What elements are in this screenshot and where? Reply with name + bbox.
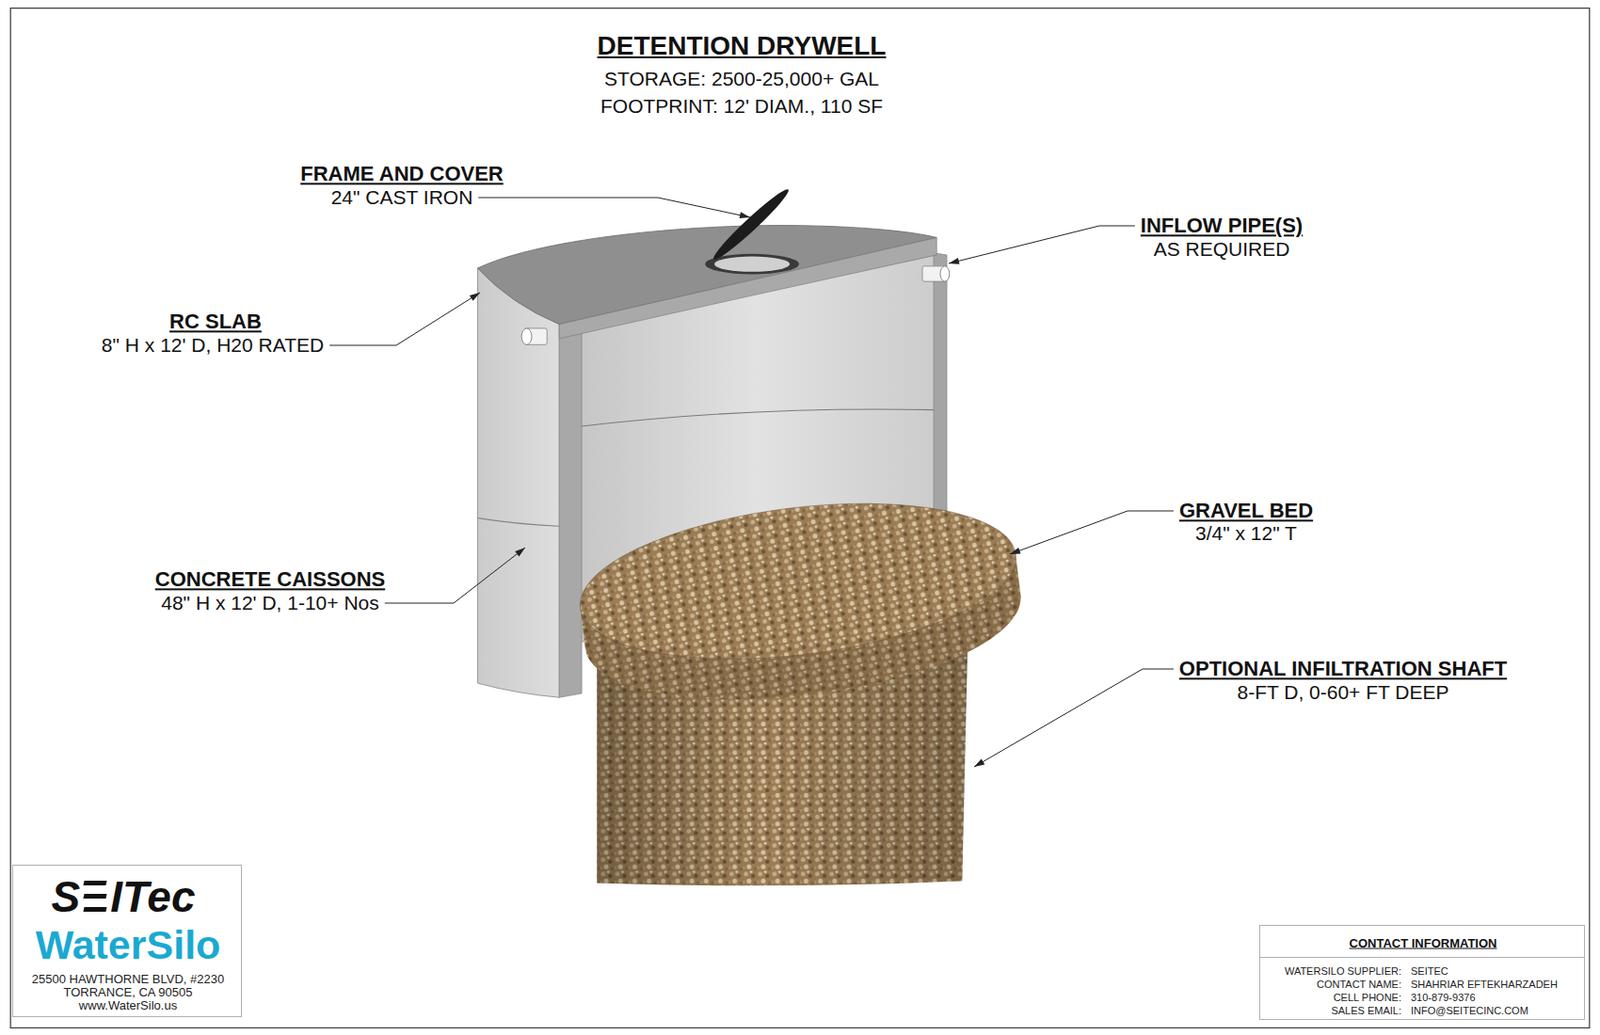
callout-heading: INFLOW PIPE(S): [1140, 213, 1303, 238]
leader-arrowhead: [469, 292, 480, 302]
callout-note: 8-FT D, 0-60+ FT DEEP: [1236, 681, 1449, 704]
leader-arrowhead: [739, 211, 751, 219]
table-heading: CONTACT INFORMATION: [1349, 937, 1498, 952]
leader-line: [329, 292, 480, 346]
callout-note: STORAGE: 2500-25,000+ GAL: [604, 67, 880, 91]
callout-note: 24" CAST IRON: [331, 186, 474, 209]
logo-bar: [83, 880, 108, 886]
callout-note: 8" H x 12' D, H20 RATED: [101, 334, 324, 357]
callout-note: 3/4" x 12" T: [1195, 522, 1297, 545]
address-line: 25500 HAWTHORNE BLVD, #2230: [32, 973, 224, 988]
table-value: SEITEC: [1410, 965, 1449, 978]
table-key: SALES EMAIL:: [1330, 1005, 1402, 1018]
table-rule: [1260, 957, 1584, 959]
table-key: CONTACT NAME:: [1316, 978, 1402, 992]
leader-line: [1009, 511, 1174, 555]
leader-line: [478, 197, 751, 218]
logo-bar: [83, 894, 108, 899]
table-key: CELL PHONE:: [1333, 992, 1402, 1005]
callout-heading: RC SLAB: [169, 309, 262, 334]
website: www.WaterSilo.us: [79, 999, 177, 1014]
callout-note: 48" H x 12' D, 1-10+ Nos: [160, 592, 380, 615]
callout-heading: CONCRETE CAISSONS: [155, 567, 385, 592]
logo-box: S ITecWaterSilo 25500 HAWTHORNE BLVD, #223…: [12, 864, 242, 1018]
diagram-title: DETENTION DRYWELL: [597, 31, 887, 62]
leader-line: [384, 547, 526, 604]
table-key: WATERSILO SUPPLIER:: [1284, 965, 1402, 978]
brand-name: WaterSilo: [35, 922, 222, 969]
table-value: 310-879-9376: [1410, 992, 1476, 1005]
callout-heading: FRAME AND COVER: [300, 161, 504, 186]
callout-note: AS REQUIRED: [1153, 238, 1291, 261]
logo-bar: [83, 907, 108, 912]
contact-table: CONTACT INFORMATION WATERSILO SUPPLIER: SE…: [1259, 925, 1585, 1021]
leader-line: [974, 669, 1174, 768]
leader-arrowhead: [948, 257, 960, 265]
leader-arrowhead: [1009, 547, 1022, 555]
logo-letters: ITec: [110, 875, 195, 919]
leader-line: [948, 225, 1136, 264]
table-value: SHAHRIAR EFTEKHARZADEH: [1410, 978, 1558, 992]
table-value: INFO@SEITECINC.COM: [1410, 1005, 1529, 1018]
leader-arrowhead: [974, 758, 985, 768]
callout-heading: OPTIONAL INFILTRATION SHAFT: [1179, 656, 1507, 681]
leader-arrowhead: [514, 547, 526, 558]
address-line: TORRANCE, CA 90505: [63, 986, 192, 1001]
callout-heading: GRAVEL BED: [1179, 498, 1313, 523]
logo-letter: S: [50, 875, 80, 919]
callout-note: FOOTPRINT: 12' DIAM., 110 SF: [600, 95, 883, 118]
